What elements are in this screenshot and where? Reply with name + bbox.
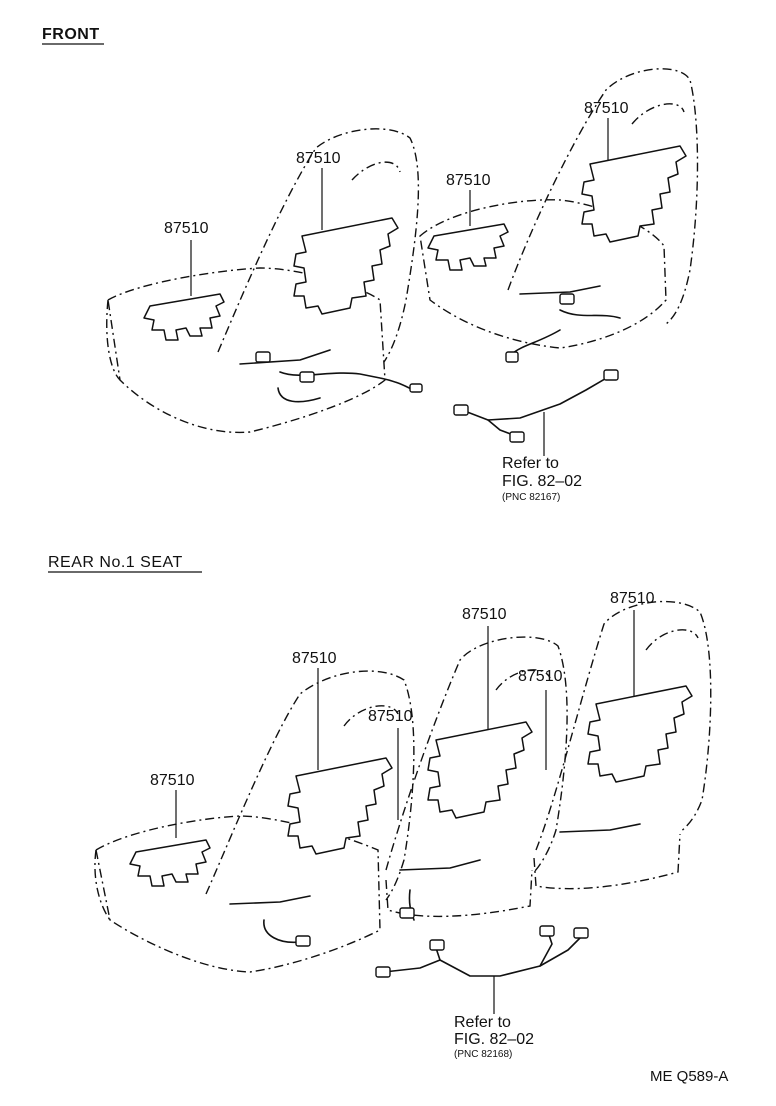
rear-center-back-heater	[427, 721, 533, 819]
front-right-cushion-heater	[427, 223, 509, 271]
part-label-rear-back-left: 87510	[292, 650, 337, 667]
part-label-rear-back-center-side: 87510	[518, 668, 563, 685]
rear-wire-harness	[375, 925, 589, 1014]
part-label-front-cushion-right: 87510	[446, 172, 491, 189]
rear-section-heading: REAR No.1 SEAT	[48, 554, 183, 571]
rear-leader-lines	[175, 610, 635, 838]
rear-reference-fig: FIG. 82–02	[454, 1031, 535, 1048]
part-label-rear-back-right: 87510	[610, 590, 655, 607]
front-reference-line1: Refer to	[502, 455, 559, 472]
part-label-front-back-right: 87510	[584, 100, 629, 117]
front-left-seat	[106, 128, 423, 434]
part-label-rear-back-center: 87510	[462, 606, 507, 623]
front-section-heading: FRONT	[42, 26, 100, 43]
front-left-back-heater	[293, 217, 399, 315]
rear-left-back	[205, 670, 415, 947]
front-left-cushion-heater	[143, 293, 225, 341]
front-wire-harness	[453, 369, 619, 456]
part-label-rear-back-left-side: 87510	[368, 708, 413, 725]
rear-cushion-heater	[129, 839, 211, 887]
rear-seat-cushion	[94, 815, 381, 973]
part-label-front-cushion-left: 87510	[164, 220, 209, 237]
connector-icon	[409, 383, 423, 393]
front-leader-lines	[190, 118, 609, 296]
part-label-rear-cushion: 87510	[150, 772, 195, 789]
front-reference-fig: FIG. 82–02	[502, 473, 583, 490]
rear-reference-pnc: (PNC 82168)	[454, 1049, 513, 1060]
rear-right-back-heater	[587, 685, 693, 783]
rear-right-back	[533, 600, 712, 890]
front-right-back-heater	[581, 145, 687, 243]
part-label-front-back-left: 87510	[296, 150, 341, 167]
front-right-seat	[419, 68, 699, 363]
front-reference-pnc: (PNC 82167)	[502, 492, 561, 503]
rear-reference-line1: Refer to	[454, 1014, 511, 1031]
rear-center-back	[385, 636, 568, 921]
figure-code: ME Q589-A	[650, 1068, 729, 1085]
rear-left-back-heater	[287, 757, 393, 855]
